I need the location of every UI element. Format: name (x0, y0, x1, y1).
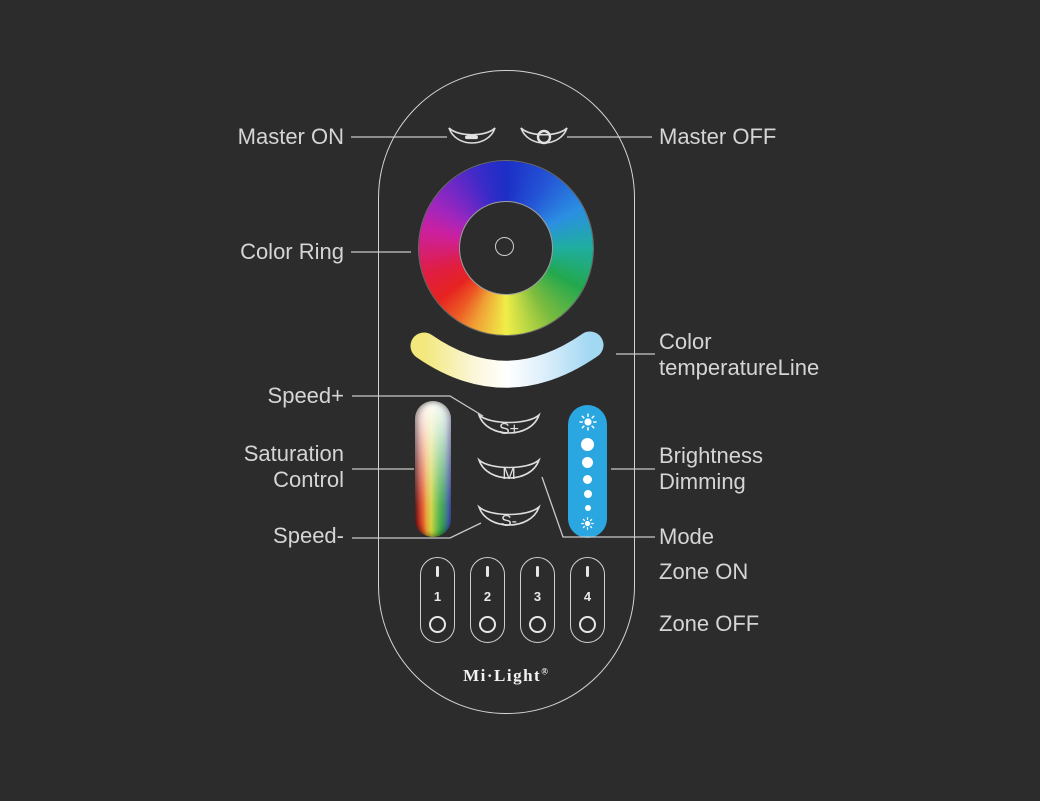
speed-minus-button-label: S- (501, 513, 517, 530)
zone-3-off-button[interactable] (529, 616, 546, 633)
color-ring-wheel[interactable] (419, 161, 593, 335)
zone-number: 2 (483, 589, 492, 604)
speed-minus-button[interactable]: S- (477, 498, 541, 534)
brightness-dimming-bar[interactable] (568, 405, 607, 538)
label-mode: Mode (659, 524, 715, 549)
speed-plus-button-label: S+ (499, 421, 519, 438)
color-ring-center (459, 201, 553, 295)
label-saturation-control: Saturation Control (244, 441, 344, 493)
label-color-ring: Color Ring (240, 239, 344, 264)
center-circle-icon (495, 237, 514, 256)
label-master-on: Master ON (237, 124, 344, 149)
label-brightness-line2: Dimming (659, 469, 746, 494)
label-speed-plus: Speed+ (267, 383, 344, 408)
label-master-off: Master OFF (659, 124, 777, 149)
label-color-temperature: Color temperatureLine (659, 329, 819, 381)
color-temperature-line[interactable] (400, 325, 620, 400)
brightness-dot (584, 504, 591, 511)
label-saturation-line1: Saturation (243, 441, 344, 466)
registered-mark: ® (541, 666, 548, 677)
label-color-temperature-line1: Color (659, 329, 712, 354)
zone-button-1: 1 (420, 557, 455, 643)
zone-1-off-button[interactable] (429, 616, 446, 633)
brightness-dot (581, 437, 594, 451)
zone-number: 1 (433, 589, 442, 604)
master-off-circle-icon (536, 129, 552, 145)
zone-button-4: 4 (570, 557, 605, 643)
label-brightness-line1: Brightness (659, 443, 763, 468)
brand-text: Mi·Light (463, 666, 542, 685)
sun-dim-icon (581, 517, 594, 530)
brightness-dot (582, 457, 593, 468)
zone-number: 4 (583, 589, 592, 604)
master-on-button[interactable] (447, 120, 497, 152)
mode-button-label: M (502, 466, 515, 483)
brand-logo: Mi·Light® (378, 666, 633, 686)
zone-button-2: 2 (470, 557, 505, 643)
zone-4-on-button[interactable] (586, 566, 589, 577)
master-off-button[interactable] (519, 120, 569, 152)
zone-number: 3 (533, 589, 542, 604)
saturation-control-bar[interactable] (415, 401, 451, 537)
label-zone-on: Zone ON (659, 559, 749, 584)
zone-button-3: 3 (520, 557, 555, 643)
speed-plus-button[interactable]: S+ (477, 406, 541, 442)
zone-4-off-button[interactable] (579, 616, 596, 633)
zone-3-on-button[interactable] (536, 566, 539, 577)
sun-bright-icon (578, 413, 597, 431)
zone-2-off-button[interactable] (479, 616, 496, 633)
brightness-dot (583, 474, 592, 484)
label-saturation-line2: Control (273, 467, 344, 492)
mode-button[interactable]: M (477, 451, 541, 487)
brightness-dot (583, 490, 592, 498)
label-brightness-dimming: Brightness Dimming (659, 443, 763, 495)
label-color-temperature-line2: temperatureLine (659, 355, 820, 380)
master-on-dash-icon (465, 135, 478, 140)
zone-1-on-button[interactable] (436, 566, 439, 577)
remote-body-outline (378, 70, 635, 714)
label-zone-off: Zone OFF (659, 611, 760, 636)
zone-2-on-button[interactable] (486, 566, 489, 577)
label-speed-minus: Speed- (273, 523, 344, 548)
